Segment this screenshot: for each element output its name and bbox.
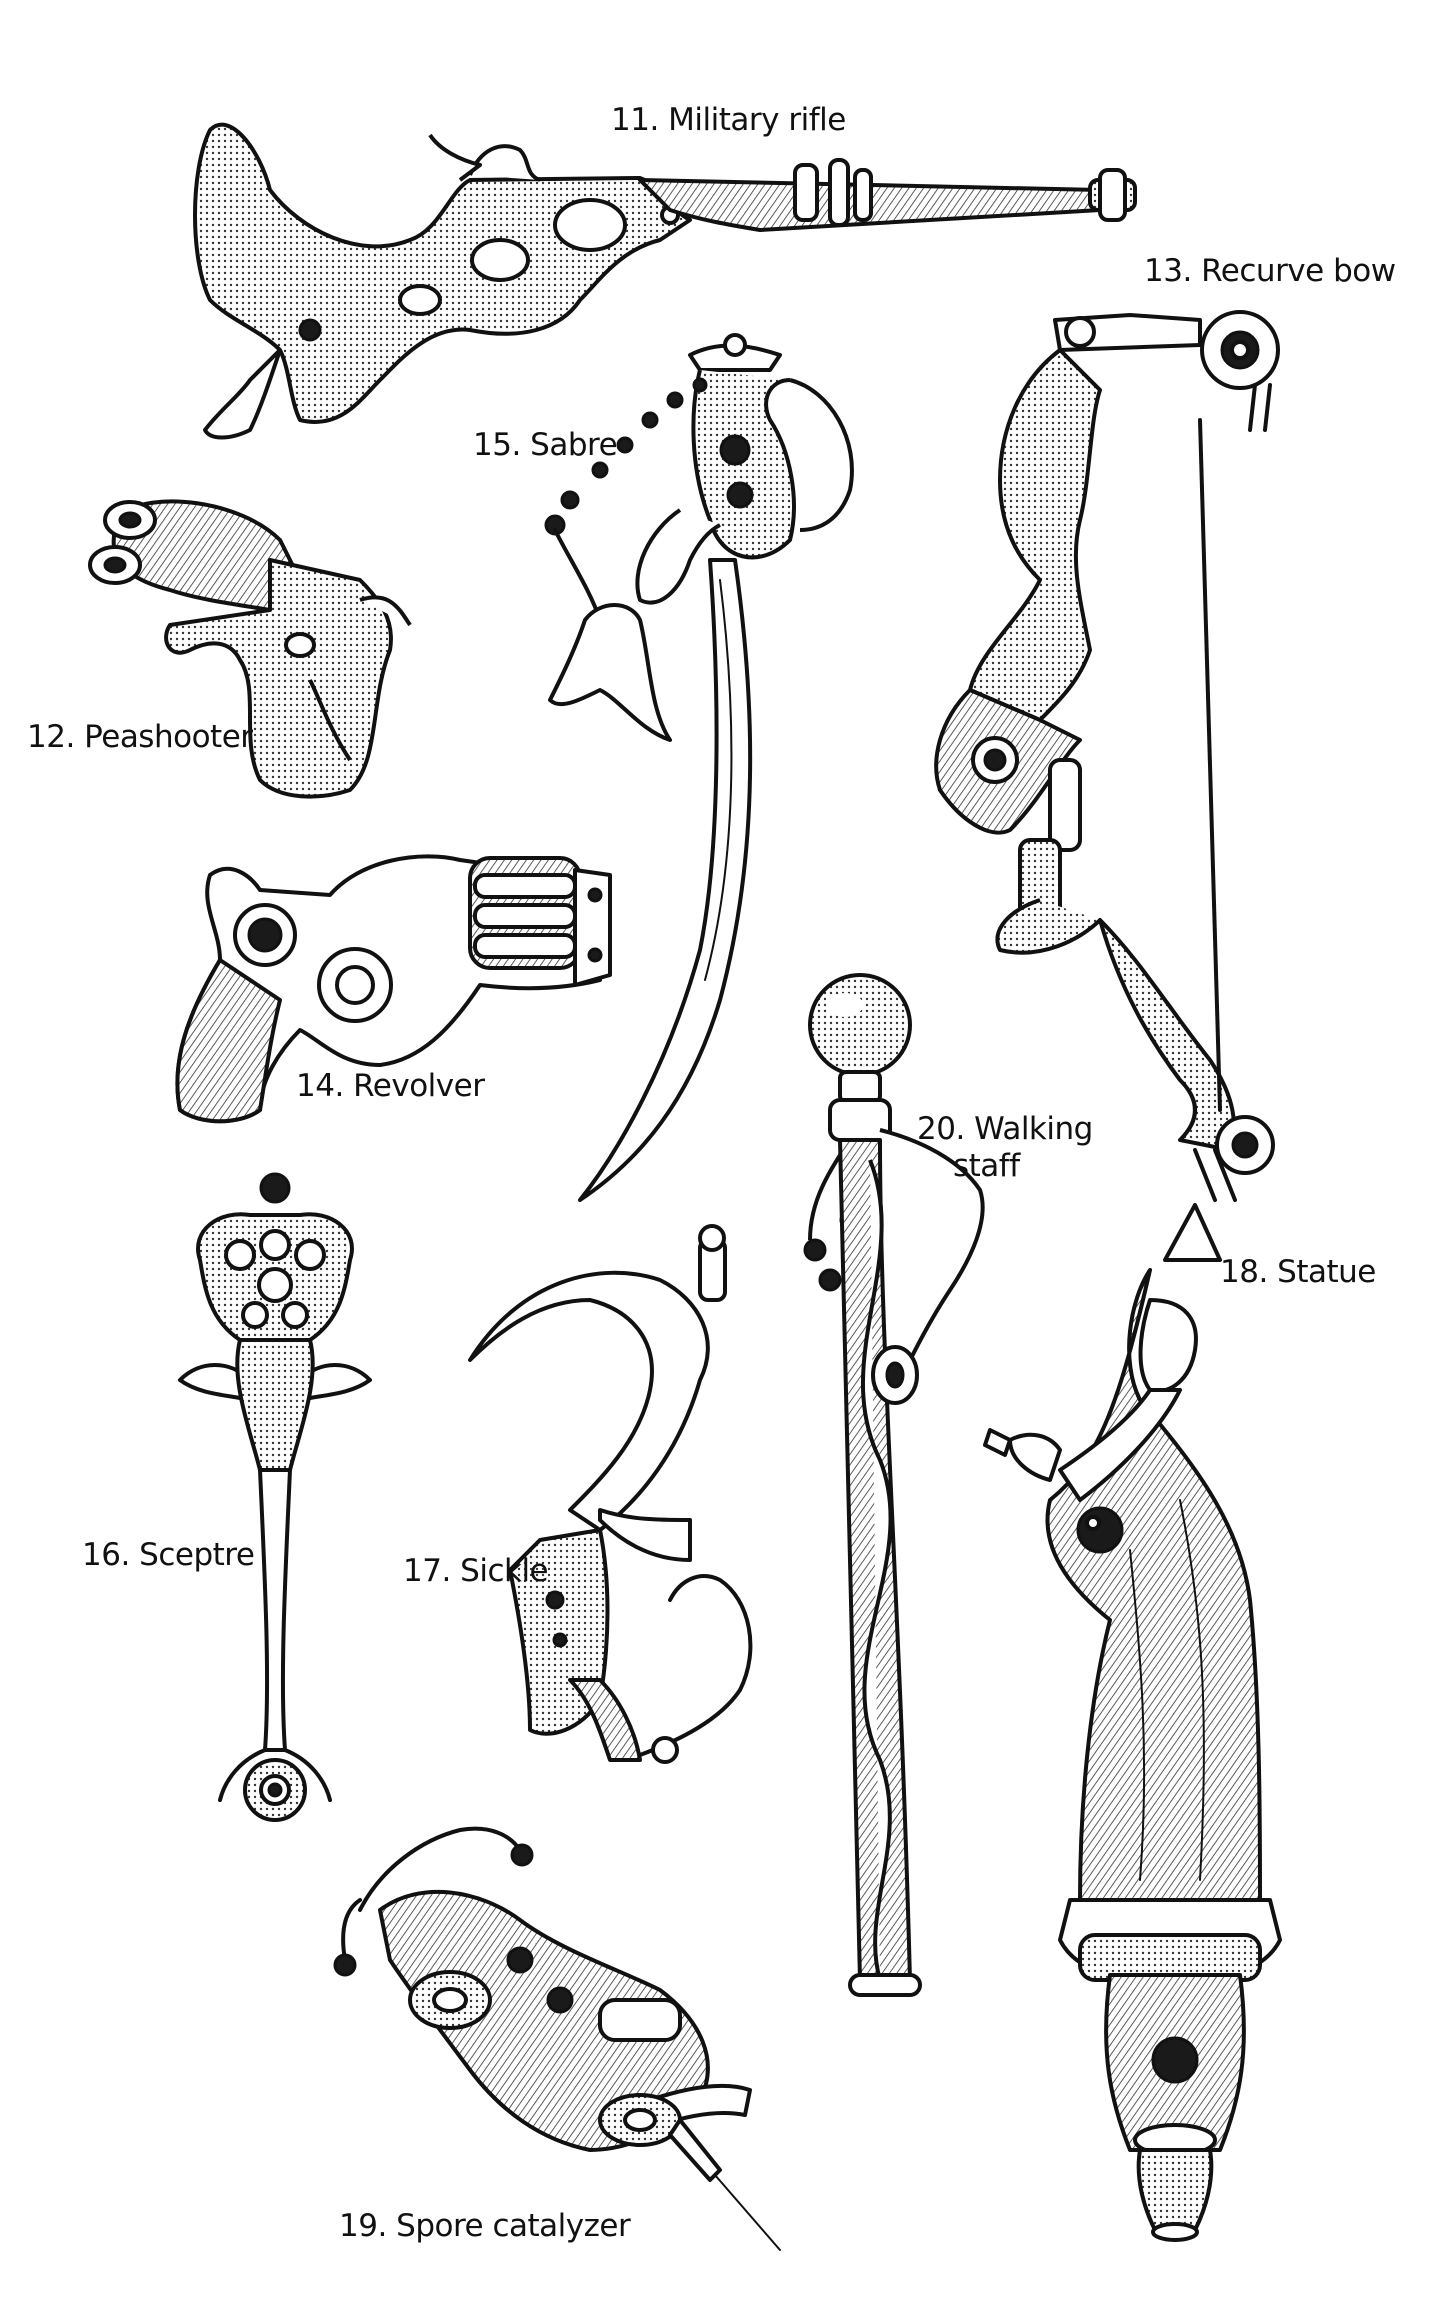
label-walking-staff-line1: 20. Walking <box>917 1111 1093 1147</box>
statue-drawing <box>983 1203 1282 2242</box>
label-recurve-bow: 13. Recurve bow <box>1144 253 1396 289</box>
label-revolver: 14. Revolver <box>296 1068 485 1104</box>
label-peashooter: 12. Peashooter <box>27 719 253 755</box>
label-sabre: 15. Sabre <box>473 427 618 463</box>
peashooter-drawing <box>88 499 412 799</box>
walking-staff-drawing <box>803 973 985 1997</box>
sabre-drawing <box>544 333 854 1202</box>
label-sickle: 17. Sickle <box>403 1553 549 1589</box>
label-sceptre: 16. Sceptre <box>82 1537 255 1573</box>
label-military-rifle: 11. Military rifle <box>611 102 846 138</box>
label-walking-staff-line2: staff <box>953 1148 1020 1185</box>
military-rifle-drawing <box>193 122 1137 440</box>
spore-catalyzer-drawing <box>333 1826 781 2251</box>
revolver-drawing <box>175 854 612 1124</box>
label-statue: 18. Statue <box>1220 1254 1376 1290</box>
sceptre-drawing <box>178 1172 372 1822</box>
sickle-drawing <box>468 1224 753 1764</box>
label-walking-staff: 20. Walking staff <box>917 1111 1107 1185</box>
recurve-bow-drawing <box>934 310 1280 1202</box>
label-spore-catalyzer: 19. Spore catalyzer <box>339 2208 631 2244</box>
